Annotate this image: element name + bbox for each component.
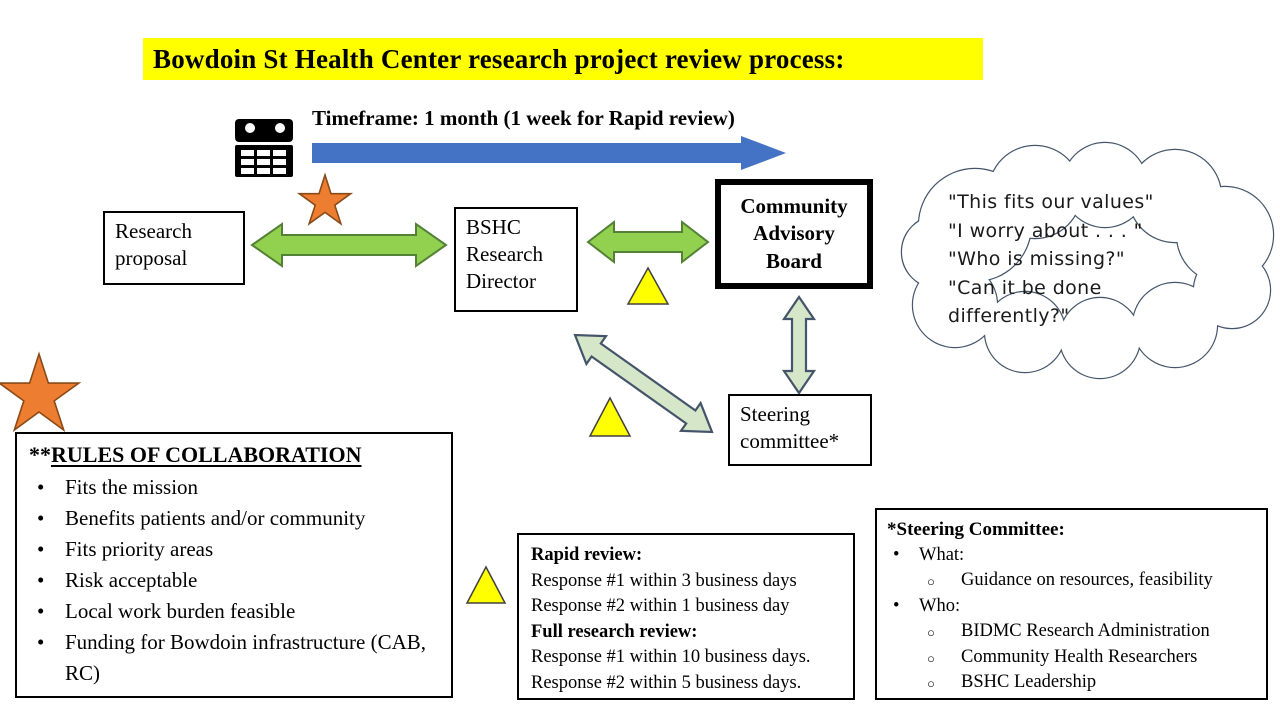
steering-who-item: BSHC Leadership (887, 670, 1258, 696)
full-review-line: Response #2 within 5 business days. (531, 672, 802, 693)
rapid-review-heading: Rapid review: (531, 545, 643, 565)
triangle-icon-steering (588, 396, 632, 437)
triangle-icon-legend (465, 565, 507, 604)
cloud-quote-line: "This fits our values" (948, 191, 1154, 213)
node-bshc-research-director: BSHC Research Director (454, 207, 578, 312)
rules-item: Fits priority areas (29, 534, 443, 565)
cloud-quote-line: "I worry about . . . " (948, 219, 1143, 242)
thought-cloud-fill (902, 143, 1273, 378)
page-title: Bowdoin St Health Center research projec… (153, 43, 845, 74)
node-line: Advisory (753, 221, 835, 246)
node-line: BSHC (466, 215, 521, 239)
rules-title-prefix: ** (29, 442, 51, 467)
arrow-director-steering (573, 333, 714, 434)
rules-item: Local work burden feasible (29, 596, 443, 627)
rules-box: **RULES OF COLLABORATION Fits the missio… (15, 432, 453, 698)
arrow-cab-steering (781, 295, 817, 395)
node-line: Research (466, 241, 543, 266)
steering-what-label: What: (887, 543, 1258, 569)
steering-who-item: Community Health Researchers (887, 645, 1258, 670)
full-review-heading: Full research review: (531, 621, 698, 642)
node-line: Research (115, 219, 192, 243)
timeframe-label: Timeframe: 1 month (1 week for Rapid rev… (312, 106, 735, 130)
rapid-review-line: Response #2 within 1 business day (531, 596, 790, 616)
triangle-icon-cab (626, 266, 670, 305)
steering-committee-info-box: *Steering Committee: What: Guidance on r… (875, 508, 1268, 700)
rules-list: Fits the mission Benefits patients and/o… (29, 472, 443, 689)
star-icon-large (0, 351, 82, 433)
cloud-quote-line: "Who is missing?" (948, 248, 1126, 270)
title-banner: Bowdoin St Health Center research projec… (143, 38, 983, 80)
steering-who-item: BIDMC Research Administration (887, 619, 1258, 645)
timeline-arrow (312, 136, 786, 170)
cloud-quotes: "This fits our values" "I worry about . … (948, 188, 1248, 331)
star-icon-small (296, 172, 354, 226)
node-line: Director (466, 268, 536, 293)
full-review-line: Response #1 within 10 business days. (531, 647, 811, 667)
node-line: Community (740, 194, 848, 219)
steering-who-label: Who: (887, 594, 1258, 620)
node-community-advisory-board: Community Advisory Board (715, 179, 873, 289)
rapid-review-box: Rapid review: Response #1 within 3 busin… (517, 533, 855, 700)
cloud-quote-line: differently?" (948, 305, 1070, 327)
rules-item: Benefits patients and/or community (29, 503, 443, 534)
node-line: proposal (115, 245, 188, 270)
cloud-quote-line: "Can it be done (948, 276, 1102, 299)
steering-what-item: Guidance on resources, feasibility (887, 568, 1258, 594)
rules-item: Risk acceptable (29, 565, 443, 596)
rules-title: **RULES OF COLLABORATION (29, 442, 443, 468)
arrow-proposal-director (250, 222, 448, 268)
arrow-director-cab (586, 219, 710, 265)
calendar-icon (235, 119, 293, 177)
node-research-proposal: Research proposal (103, 211, 245, 285)
rules-item: Fits the mission (29, 472, 443, 503)
rules-title-text: RULES OF COLLABORATION (51, 442, 362, 467)
node-line: Steering (740, 402, 810, 426)
rules-item: Funding for Bowdoin infrastructure (CAB,… (29, 627, 443, 689)
steering-info-title: *Steering Committee: (887, 519, 1065, 540)
node-line: committee* (740, 428, 840, 453)
rapid-review-line: Response #1 within 3 business days (531, 570, 797, 591)
node-steering-committee: Steering committee* (728, 394, 872, 466)
node-line: Board (765, 248, 822, 273)
